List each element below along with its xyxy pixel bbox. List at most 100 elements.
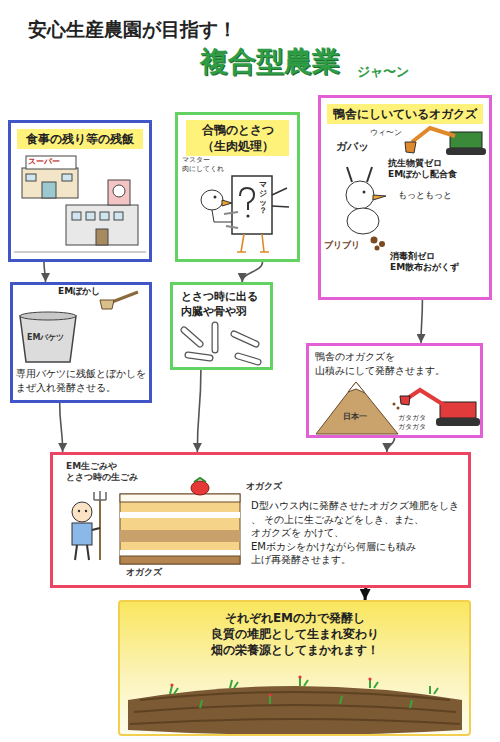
- bucket-label: EMバケツ: [27, 333, 73, 343]
- duck-figure: [201, 176, 289, 252]
- farmer-figure: [78, 510, 80, 512]
- arrow-connector: [44, 262, 46, 282]
- supermarket-building: [26, 156, 76, 169]
- layered-cake: [120, 530, 240, 542]
- bones: [184, 325, 258, 362]
- excavator-red: [436, 418, 480, 426]
- layered-cake: [120, 550, 240, 556]
- school-building: [114, 212, 123, 220]
- duck-figure: [232, 176, 272, 234]
- process-box: 食事の残り等の残飯: [8, 120, 152, 262]
- layered-cake: [120, 494, 240, 502]
- duck-figure: [246, 214, 249, 217]
- duck-creature: [373, 195, 386, 200]
- bokashi-scoop: [100, 300, 114, 309]
- farmer-figure: [72, 502, 92, 522]
- excavator-green: [405, 128, 486, 155]
- excavator-green: [412, 128, 455, 142]
- excavator-red: [408, 390, 444, 405]
- school-building: [100, 212, 109, 220]
- excavator-red: [440, 402, 476, 418]
- process-box: 専用バケツに残飯とぼかしを まぜ入れ発酵させる。: [10, 282, 152, 403]
- supermarket-building: [22, 156, 78, 198]
- duck-figure: [214, 196, 217, 199]
- field-ground: [268, 693, 271, 696]
- duck-creature: [363, 191, 366, 194]
- box-text: 鴨舎のオガクズを 山積みにして発酵させます。: [315, 350, 453, 377]
- em-bucket: [20, 312, 76, 320]
- arrow-connector: [421, 300, 422, 343]
- layer-label: オガクズ: [126, 567, 172, 578]
- layered-cake: [120, 494, 240, 564]
- sound-effect: ウィ〜ン: [370, 128, 410, 138]
- farmer-figure: [72, 491, 106, 560]
- bones: [184, 325, 258, 362]
- farmer-figure: [75, 545, 89, 560]
- arrow-connector: [364, 588, 368, 600]
- school-building: [66, 205, 138, 245]
- sound-effect: ブリブリ: [324, 240, 370, 251]
- sound-effect: ガタガタ ガタガタ: [398, 414, 434, 432]
- excavator-green: [405, 142, 416, 153]
- school-building: [86, 212, 95, 220]
- exclamation: ジャ〜ン: [357, 64, 437, 80]
- box-text: D型ハウス内に発酵させたオガクズ堆肥をしき、 その上に生ごみなどをしき、また、オ…: [251, 499, 465, 567]
- duck-creature: [346, 181, 374, 209]
- arrow-connector: [197, 370, 201, 452]
- process-box: それぞれEMの力で発酵し 良質の堆肥として生まれ変わり 畑の栄養源としてまかれま…: [118, 600, 471, 736]
- school-building: [113, 185, 125, 197]
- supermarket-building: [22, 168, 78, 198]
- duck-figure: [222, 200, 232, 206]
- field-ground: [170, 678, 438, 708]
- shop-sign: スーパー: [28, 157, 76, 167]
- box-text: とさつ時に出る 内臓や骨や羽: [181, 290, 265, 320]
- farmer-figure: [99, 500, 101, 560]
- diagram-title: 複合型農業: [200, 44, 340, 79]
- bokashi-scoop: [112, 292, 138, 302]
- excavator-red: [400, 396, 410, 405]
- process-box: 鴨舎のオガクズを 山積みにして発酵させます。: [306, 343, 483, 438]
- duck-figure: [237, 234, 269, 252]
- duck-figure: [224, 212, 238, 228]
- layered-cake: [120, 478, 240, 564]
- excavator-green: [446, 148, 486, 155]
- layer-label: オガクズ: [246, 481, 292, 492]
- layer-label: EM生ごみや とさつ時の生ごみ: [66, 461, 178, 484]
- arrow-connector: [60, 403, 63, 452]
- duck-creature: [347, 167, 372, 182]
- heading-note: 安心生産農園が目指す！: [28, 18, 328, 42]
- supermarket-building: [26, 174, 36, 181]
- duck-figure: [272, 188, 289, 207]
- layered-cake: [194, 478, 206, 482]
- school-building: [72, 212, 81, 220]
- excavator-red: [397, 407, 400, 410]
- field-ground: [170, 683, 173, 686]
- item-label: EMぼかし: [58, 286, 118, 297]
- school-building: [14, 252, 146, 253]
- field-ground: [368, 677, 371, 680]
- box-text: 専用バケツに残飯とぼかしを まぜ入れ発酵させる。: [16, 367, 150, 394]
- excavator-red: [393, 403, 396, 406]
- box-text: 合鴨のとさつ （生肉処理）: [186, 120, 289, 156]
- speech-text: マスター 肉にしてくれ: [182, 156, 232, 174]
- bokashi-scoop: [100, 292, 138, 309]
- bones: [184, 325, 258, 362]
- em-bucket: [20, 316, 76, 362]
- field-ground: [118, 600, 471, 736]
- compost-mountain: [316, 382, 398, 434]
- speech-text: もっともっと: [398, 190, 468, 201]
- box-text: それぞれEMの力で発酵し 良質の堆肥として生まれ変わり 畑の栄養源としてまかれま…: [180, 610, 410, 659]
- layered-cake: [120, 512, 240, 518]
- layered-cake: [191, 481, 209, 495]
- duck-figure: [212, 210, 232, 222]
- box-text: 鴨舎にしいているオガクズ: [327, 104, 483, 124]
- duck-figure: [201, 190, 223, 210]
- supermarket-building: [42, 182, 56, 198]
- layered-cake: [120, 556, 240, 564]
- farmer-figure: [72, 523, 92, 545]
- sign-text: マジッ？: [259, 181, 267, 216]
- school-building: [14, 180, 146, 252]
- compost-mountain: [316, 382, 398, 434]
- duck-figure: [240, 188, 254, 210]
